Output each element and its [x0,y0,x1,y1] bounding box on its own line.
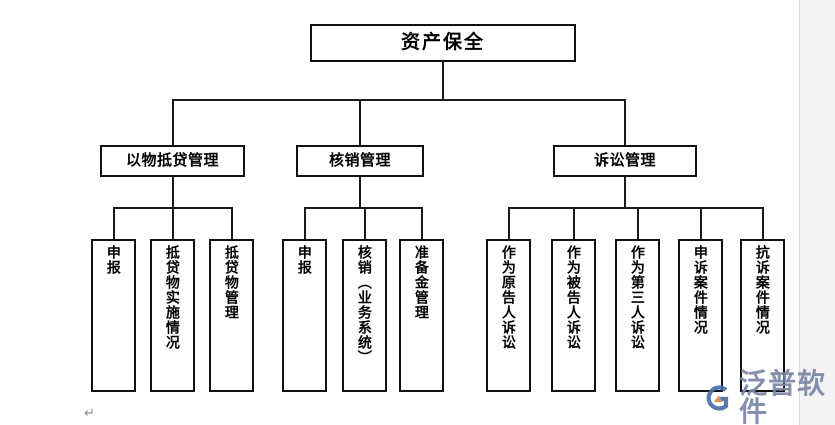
node-branch-3[interactable]: 诉讼管理 [553,145,697,177]
node-leaf-shenbao-1[interactable]: 申报 [91,239,136,392]
node-leaf-disanren-susong[interactable]: 作为第三人诉讼 [615,239,660,392]
node-leaf-kangsu-anjian-qingkuang[interactable]: 抗诉案件情况 [740,239,785,392]
connector-root-stem [442,61,444,100]
node-leaf-label: 抗诉案件情况 [754,245,771,335]
node-leaf-shenbao-2[interactable]: 申报 [282,239,327,392]
node-branch-1-label: 以物抵贷管理 [125,151,219,169]
connector-drop-branch-3 [624,99,626,145]
connector-branch-3-child-5 [762,207,764,239]
node-leaf-didaiwu-guanli[interactable]: 抵贷物管理 [209,239,254,392]
connector-branch-1-child-1 [113,207,115,239]
connector-branch-2-child-1 [304,207,306,239]
connector-branch-3-child-4 [700,207,702,239]
node-leaf-shensu-anjian-qingkuang[interactable]: 申诉案件情况 [678,239,723,392]
node-leaf-yuangao-susong[interactable]: 作为原告人诉讼 [486,239,531,392]
node-branch-3-label: 诉讼管理 [593,151,656,169]
node-leaf-didaiwu-shishi-qingkuang[interactable]: 抵贷物实施情况 [150,239,195,392]
node-root[interactable]: 资产保全 [310,24,576,62]
node-branch-1[interactable]: 以物抵贷管理 [100,145,245,177]
node-leaf-label: 核销（业务系统） [356,245,373,365]
connector-branch-2-bus [304,207,423,209]
node-leaf-label: 抵贷物实施情况 [164,245,181,350]
node-branch-2-label: 核销管理 [328,151,391,169]
node-leaf-zhunbeijin-guanli[interactable]: 准备金管理 [399,239,444,392]
connector-branch-3-stem [624,176,626,208]
connector-branch-3-child-3 [637,207,639,239]
connector-drop-branch-2 [359,99,361,145]
node-leaf-label: 作为第三人诉讼 [629,245,646,350]
node-leaf-label: 作为原告人诉讼 [500,245,517,350]
connector-branch-3-child-2 [573,207,575,239]
connector-drop-branch-1 [172,99,174,145]
connector-branch-1-stem [172,176,174,208]
node-branch-2[interactable]: 核销管理 [296,145,424,177]
node-leaf-label: 申报 [105,245,122,275]
connector-branch-1-child-2 [172,207,174,239]
connector-branch-2-child-3 [421,207,423,239]
node-root-label: 资产保全 [400,31,485,53]
node-leaf-label: 申报 [296,245,313,275]
connector-branch-1-child-3 [231,207,233,239]
node-leaf-label: 作为被告人诉讼 [565,245,582,350]
connector-branch-3-child-1 [508,207,510,239]
connector-level1-bus [172,99,626,101]
node-leaf-label: 准备金管理 [413,245,430,320]
node-leaf-label: 申诉案件情况 [692,245,709,335]
paragraph-mark: ↵ [84,405,95,420]
connector-branch-2-child-2 [364,207,366,239]
connector-branch-2-stem [359,176,361,208]
node-leaf-hexiao-yewuxitong[interactable]: 核销（业务系统） [342,239,387,392]
connector-branch-3-bus [508,207,763,209]
node-leaf-label: 抵贷物管理 [223,245,240,320]
node-leaf-beigao-susong[interactable]: 作为被告人诉讼 [551,239,596,392]
page-gutter [799,0,835,425]
